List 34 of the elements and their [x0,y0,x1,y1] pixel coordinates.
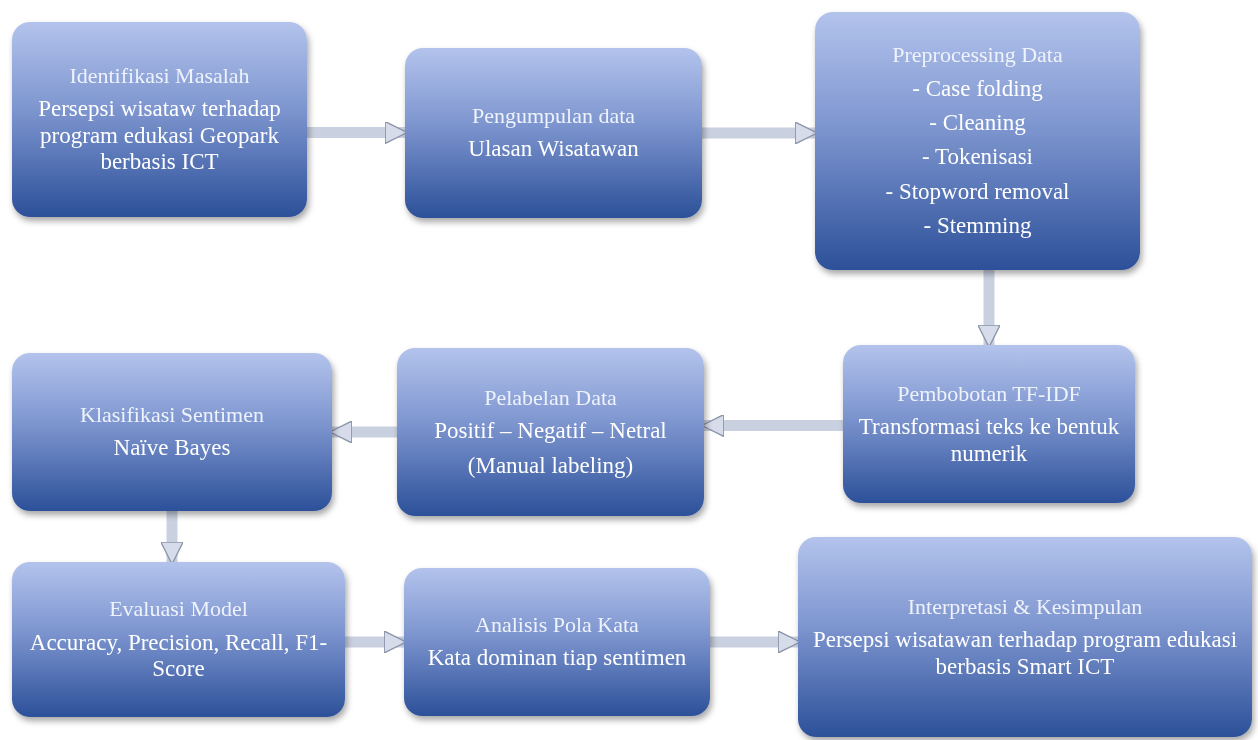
step-text: (Manual labeling) [467,452,634,480]
step-title: Pembobotan TF-IDF [897,380,1081,407]
step-title: Preprocessing Data [892,42,1063,68]
process-box [12,562,345,717]
process-box [12,22,307,217]
step-text: Persepsi wisataw terhadap program edukasi Geopark berbasis ICT [37,96,282,176]
step-title: Evaluasi Model [109,596,248,622]
process-box [397,348,704,516]
step-text: - Cleaning [929,110,1026,137]
process-box [12,353,332,511]
step-text: Positif – Negatif – Netral [434,418,667,445]
step-text: Ulasan Wisatawan [468,136,639,163]
process-box [798,537,1252,737]
step-title: Analisis Pola Kata [475,612,639,638]
step-text: - Tokenisasi [921,144,1033,171]
process-box [815,12,1140,270]
block-arrow [160,511,184,565]
process-box [404,568,710,716]
process-box [843,345,1135,503]
step-title: Identifikasi Masalah [69,63,250,89]
step-text: - Stemming [923,213,1032,240]
step-title: Interpretasi & Kesimpulan [907,593,1143,620]
step-text: Transformasi teks ke bentuk numerik [857,414,1121,468]
step-title: Pelabelan Data [484,384,617,411]
step-text: Kata dominan tiap sentimen [427,645,687,672]
step-text: Accuracy, Precision, Recall, F1-Score [28,629,329,683]
step-text: Naïve Bayes [113,435,231,462]
block-arrow [977,270,1001,348]
step-text: - Case folding [912,75,1043,102]
step-text: - Stopword removal [885,178,1070,206]
step-title: Klasifikasi Sentimen [80,402,264,428]
process-box [405,48,702,218]
step-text: Persepsi wisatawan terhadap program edukasi berbasis Smart ICT [811,627,1239,681]
step-title: Pengumpulan data [471,103,636,129]
